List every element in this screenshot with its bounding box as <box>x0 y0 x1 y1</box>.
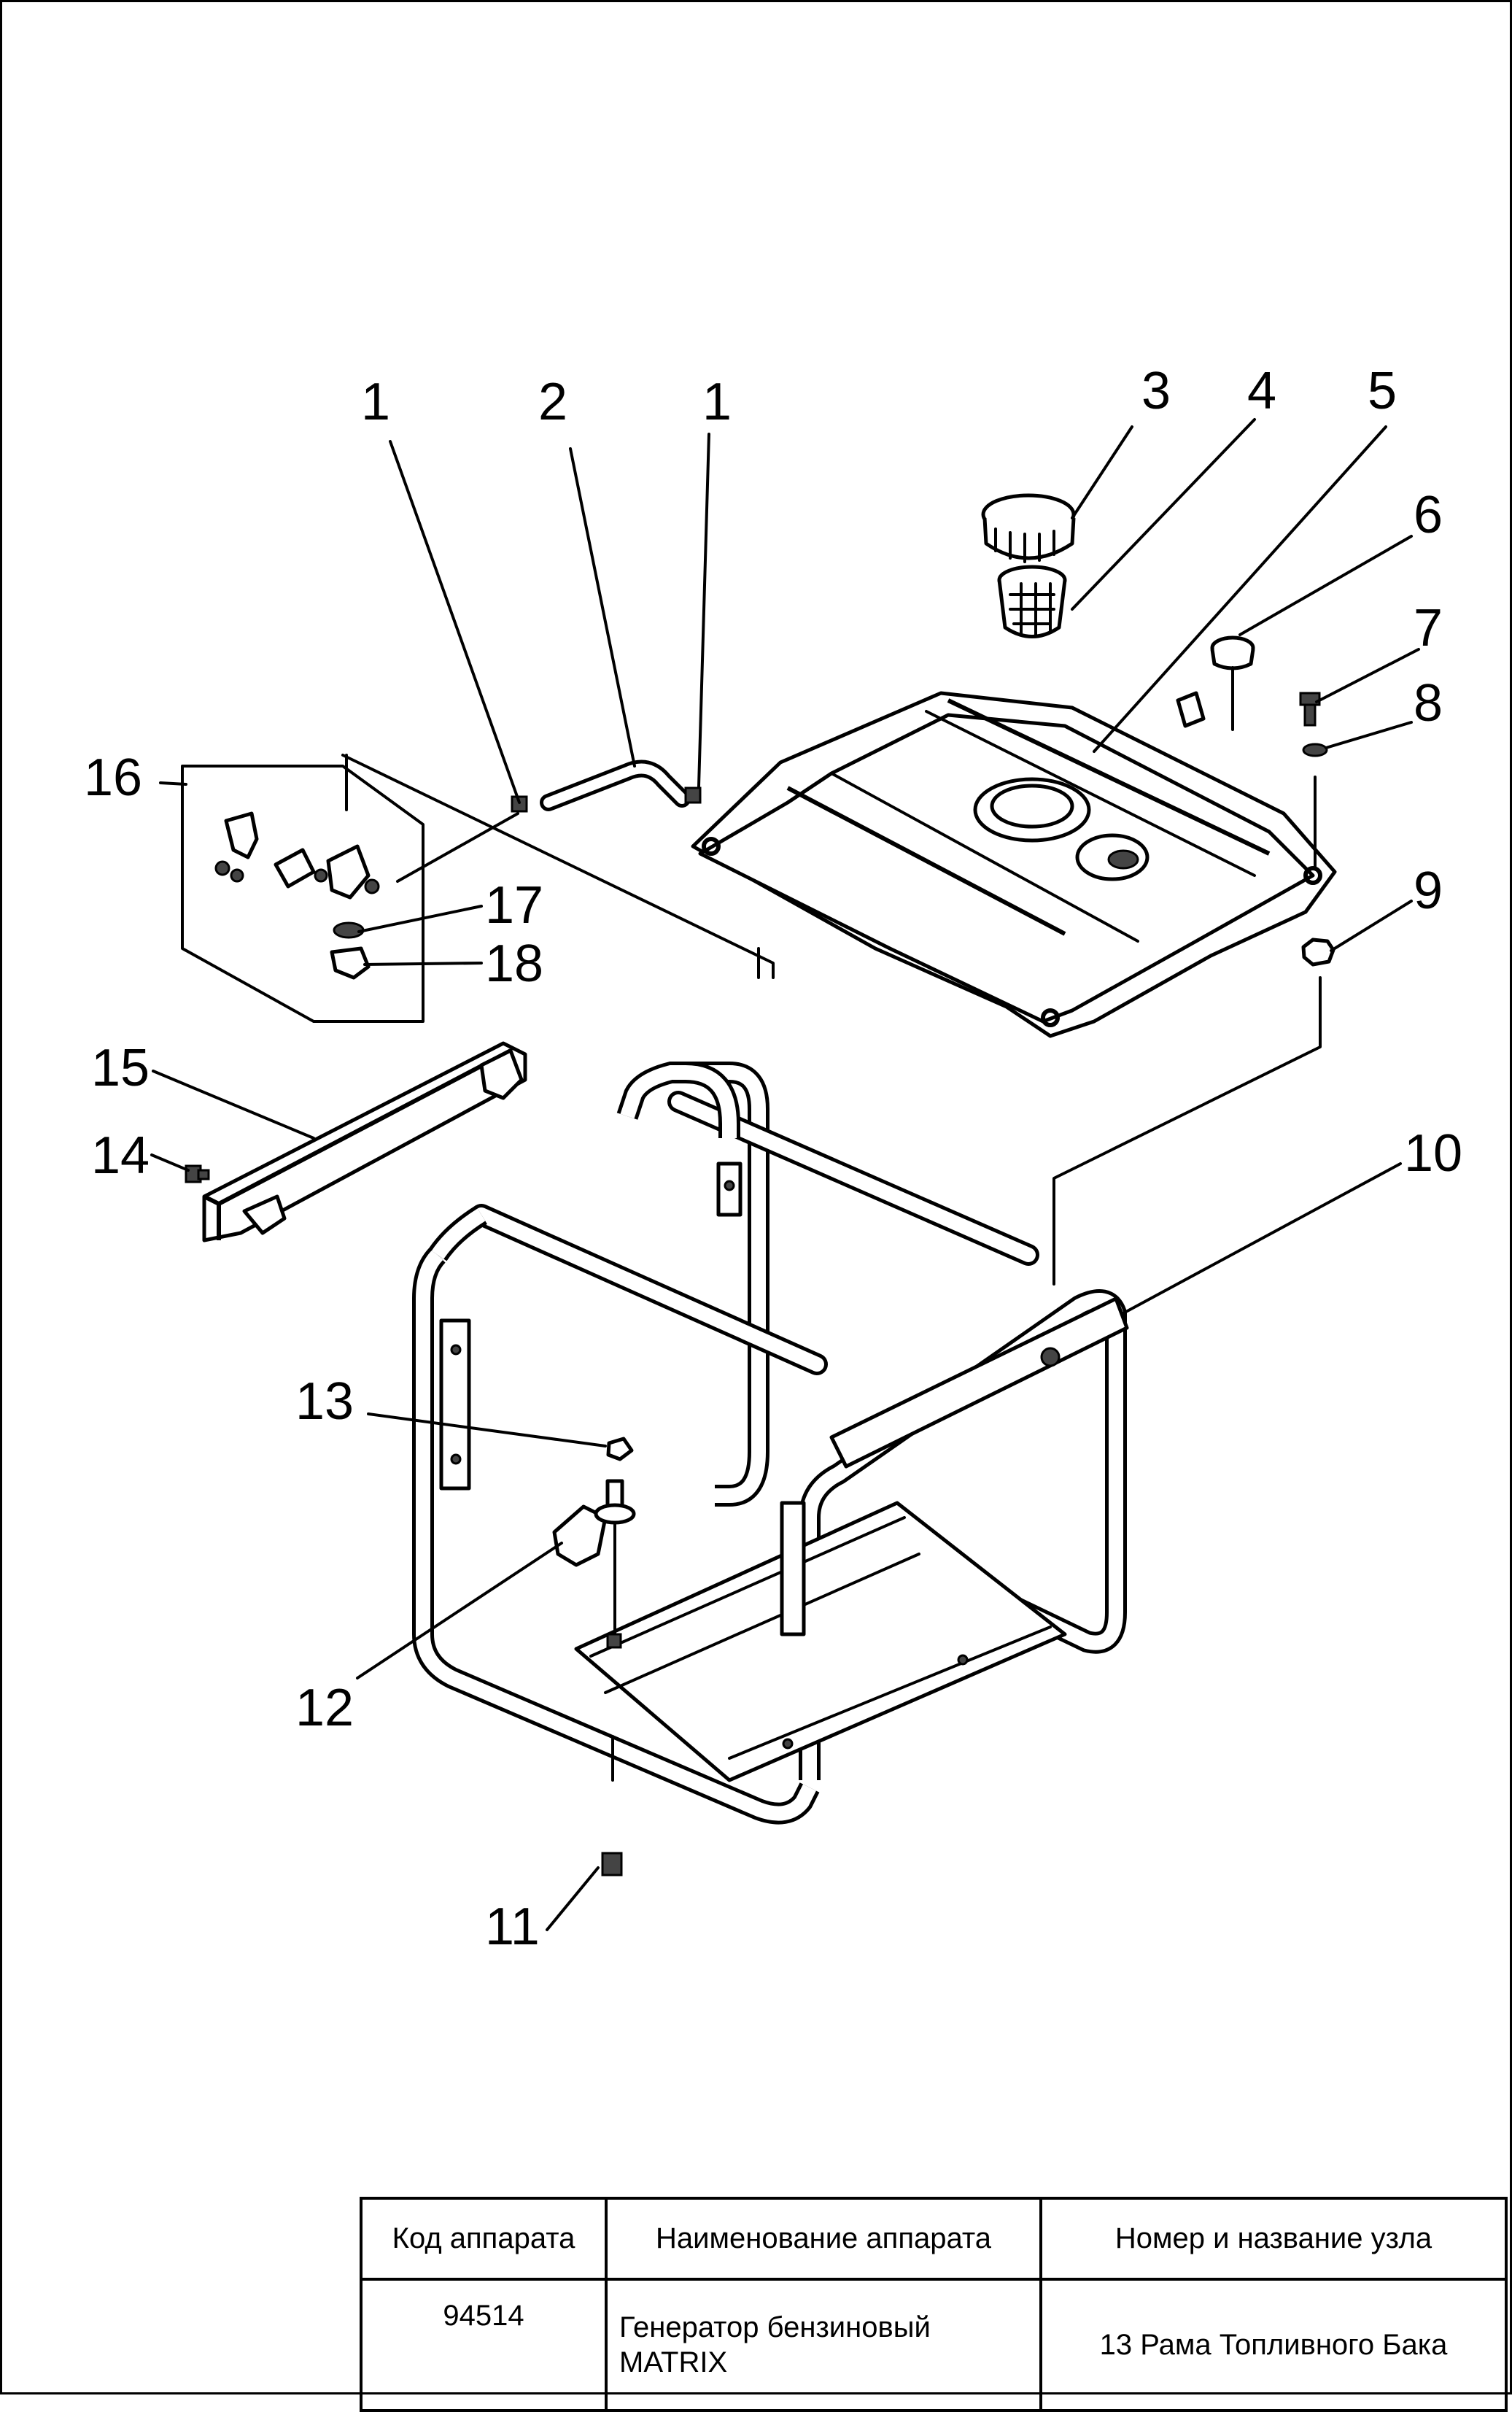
apparatus-name-line1: Генератор бензиновый <box>619 2311 931 2343</box>
callout-1-left: 1 <box>361 373 390 431</box>
title-block: Код аппарата Наименование аппарата Номер… <box>360 2197 1508 2412</box>
title-block-header-row: Код аппарата Наименование аппарата Номер… <box>360 2197 1508 2281</box>
callout-5: 5 <box>1368 362 1397 420</box>
unit-name: 13 Рама Топливного Бака <box>1039 2278 1508 2412</box>
fuel-gauge <box>1176 635 1255 731</box>
callout-7: 7 <box>1414 599 1443 657</box>
apparatus-name: Генератор бензиновый MATRIX <box>605 2278 1042 2412</box>
apparatus-code: 94514 <box>360 2278 608 2412</box>
stay-bar <box>202 1041 527 1242</box>
fuel-hose <box>540 759 691 811</box>
apparatus-name-line2: MATRIX <box>619 2346 728 2378</box>
fuel-valve-group <box>181 765 424 1023</box>
fuel-cap <box>981 493 1076 563</box>
callout-9: 9 <box>1414 862 1443 920</box>
header-unit: Номер и название узла <box>1039 2197 1508 2281</box>
fuel-tank <box>691 691 1337 1038</box>
frame <box>412 1062 1129 1825</box>
tank-bolt <box>1299 692 1321 727</box>
tank-nut <box>1301 938 1335 967</box>
mount-nut <box>606 1437 634 1461</box>
tank-washer <box>1302 743 1328 757</box>
callout-6: 6 <box>1414 486 1443 544</box>
title-block-value-row: 94514 Генератор бензиновый MATRIX 13 Рам… <box>360 2278 1508 2412</box>
callout-8: 8 <box>1414 674 1443 733</box>
callout-16: 16 <box>84 749 142 807</box>
callout-15: 15 <box>91 1039 150 1097</box>
callout-4: 4 <box>1247 362 1276 420</box>
frame-nut <box>601 1735 623 1876</box>
callout-13: 13 <box>295 1372 354 1431</box>
callout-3: 3 <box>1141 362 1171 420</box>
callout-14: 14 <box>91 1126 150 1185</box>
header-code: Код аппарата <box>360 2197 608 2281</box>
callout-10: 10 <box>1404 1124 1462 1183</box>
callouts: 1 2 1 3 4 5 6 7 8 9 10 11 12 13 14 15 16… <box>84 362 1462 1956</box>
leader-lines <box>150 418 1420 1931</box>
rubber-mount <box>552 1479 636 1649</box>
callout-1-right: 1 <box>702 373 732 431</box>
callout-17: 17 <box>485 876 543 935</box>
hose-clamp <box>511 786 702 813</box>
callout-11: 11 <box>485 1898 540 1956</box>
callout-12: 12 <box>295 1679 354 1737</box>
stay-bar-bolt <box>185 1164 210 1183</box>
callout-2: 2 <box>538 373 567 431</box>
header-name: Наименование аппарата <box>605 2197 1042 2281</box>
callout-18: 18 <box>485 935 543 993</box>
fuel-strainer <box>997 565 1067 638</box>
